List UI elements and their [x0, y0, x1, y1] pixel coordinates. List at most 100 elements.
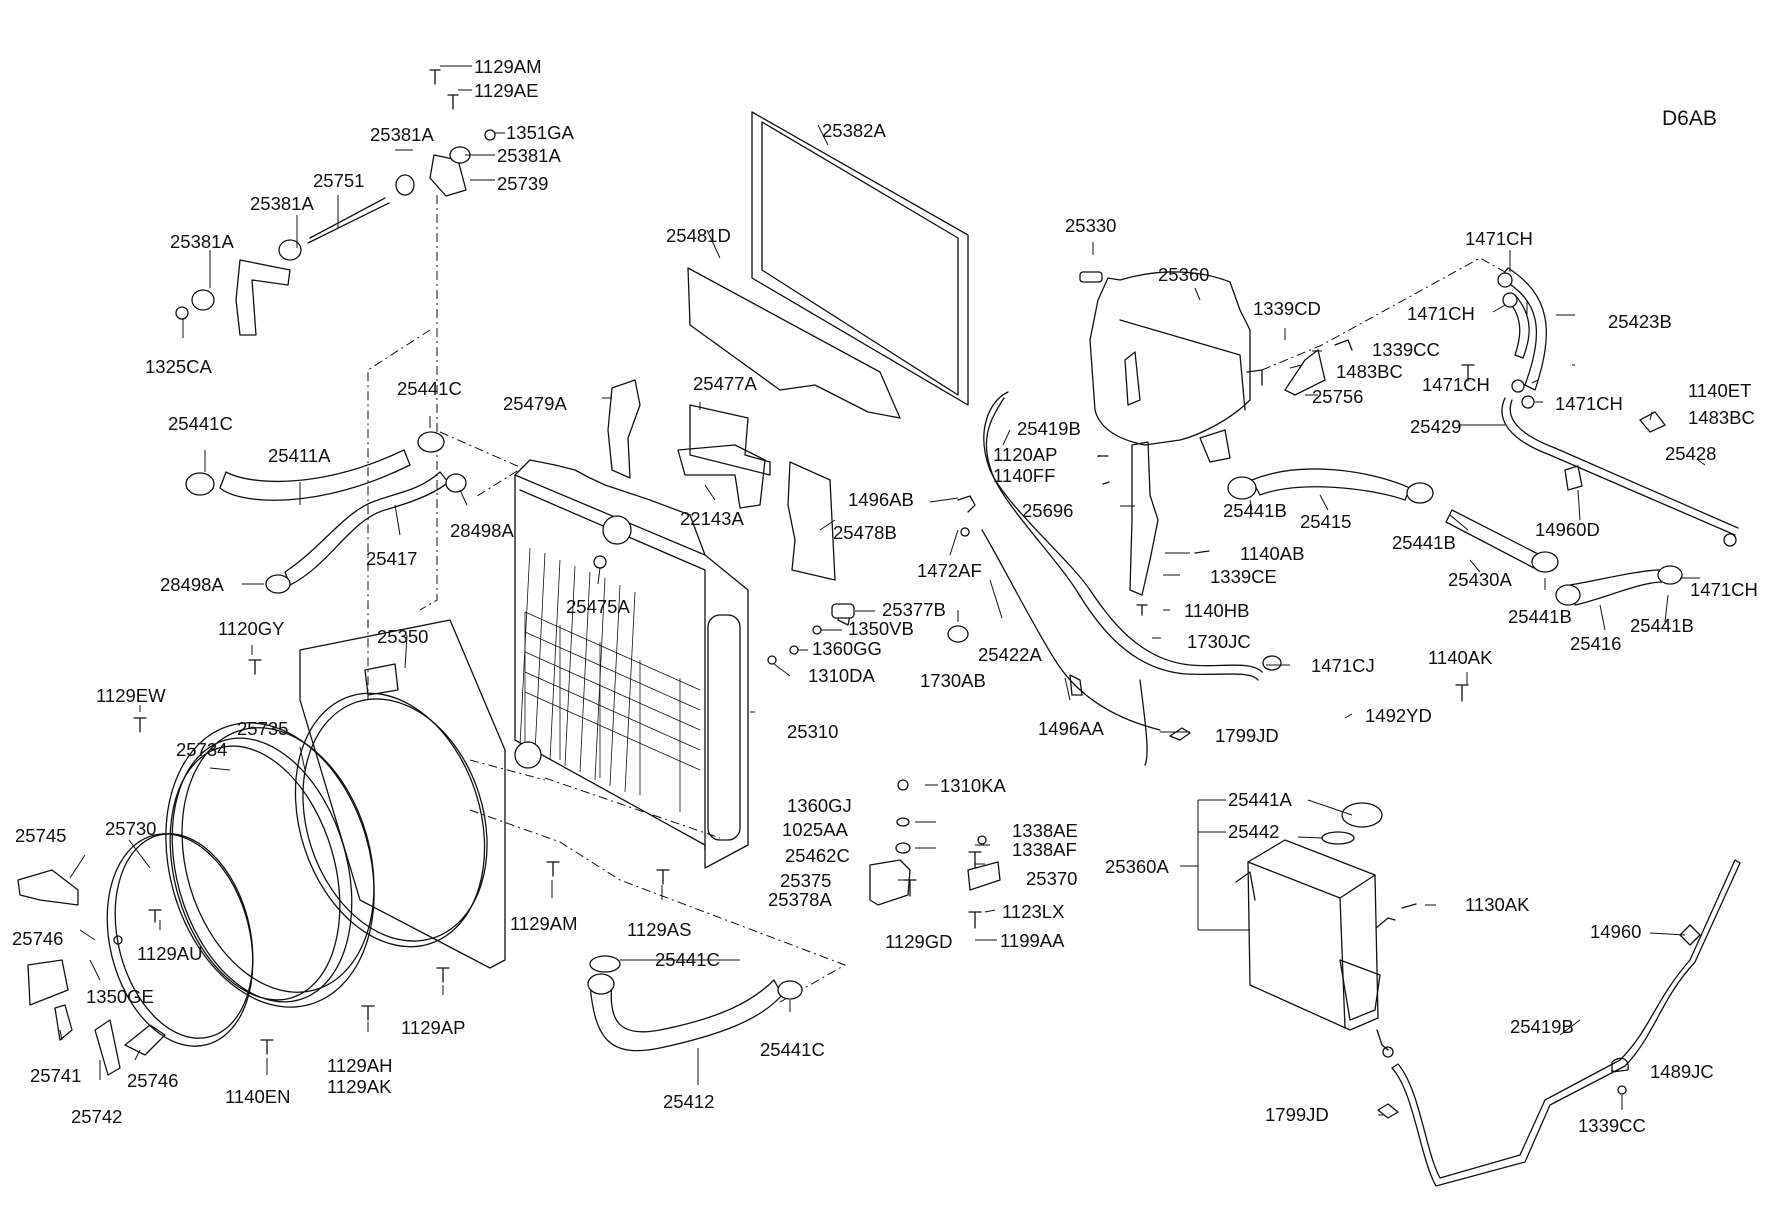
- label-25360A: 25360A: [1105, 856, 1169, 877]
- label-28498A: 28498A: [450, 520, 514, 541]
- label-25441B: 25441B: [1630, 615, 1694, 636]
- bolts: [133, 364, 1475, 1055]
- surge-tank: [1079, 271, 1263, 596]
- label-1492YD: 1492YD: [1365, 705, 1432, 726]
- lower-hose: [587, 955, 803, 1052]
- label-25746: 25746: [12, 928, 63, 949]
- label-25381A: 25381A: [170, 231, 234, 252]
- diagram-code: D6AB: [1662, 107, 1717, 130]
- label-25378A: 25378A: [768, 889, 832, 910]
- label-25441B: 25441B: [1508, 606, 1572, 627]
- label-25479A: 25479A: [503, 393, 567, 414]
- label-1350VB: 1350VB: [848, 618, 914, 639]
- label-25382A: 25382A: [822, 120, 886, 141]
- label-25419B: 25419B: [1510, 1016, 1574, 1037]
- label-25441C: 25441C: [397, 378, 462, 399]
- shroud-seals: [607, 379, 836, 581]
- label-25350: 25350: [377, 626, 428, 647]
- label-1799JD: 1799JD: [1215, 725, 1279, 746]
- label-25742: 25742: [71, 1106, 122, 1127]
- label-1351GA: 1351GA: [506, 122, 575, 143]
- label-1325CA: 1325CA: [145, 356, 213, 377]
- label-25381A: 25381A: [250, 193, 314, 214]
- radiator-core: [514, 459, 851, 869]
- label-25416: 25416: [1570, 633, 1621, 654]
- label-25745: 25745: [15, 825, 66, 846]
- label-25478B: 25478B: [833, 522, 897, 543]
- label-25441B: 25441B: [1392, 532, 1456, 553]
- label-1471CH: 1471CH: [1407, 303, 1475, 324]
- reservoir-tank: [1235, 802, 1741, 1187]
- label-25330: 25330: [1065, 215, 1116, 236]
- label-25377B: 25377B: [882, 599, 946, 620]
- right-hoses: [1227, 257, 1739, 606]
- label-25417: 25417: [366, 548, 417, 569]
- label-1310DA: 1310DA: [808, 665, 876, 686]
- label-1472AF: 1472AF: [917, 560, 982, 581]
- label-25746: 25746: [127, 1070, 178, 1091]
- label-25696: 25696: [1022, 500, 1073, 521]
- label-1730JC: 1730JC: [1187, 631, 1251, 652]
- label-1129AS: 1129AS: [627, 919, 691, 940]
- label-25428: 25428: [1665, 443, 1716, 464]
- label-25441B: 25441B: [1223, 500, 1287, 521]
- label-1140AK: 1140AK: [1428, 647, 1493, 668]
- label-1483BC: 1483BC: [1688, 407, 1755, 428]
- overflow-pipe: [981, 391, 1282, 766]
- label-1471CH: 1471CH: [1555, 393, 1623, 414]
- label-1483BC: 1483BC: [1336, 361, 1403, 382]
- label-1140FF: 1140FF: [993, 465, 1055, 486]
- label-25429: 25429: [1410, 416, 1461, 437]
- label-1129AE: 1129AE: [474, 80, 538, 101]
- part-labels: D6AB 1129AM 1129AE 1351GA 25381A 25381A …: [12, 56, 1758, 1136]
- label-25441C: 25441C: [168, 413, 233, 434]
- leader-bracket-25360A: [1180, 799, 1250, 931]
- fan-ring-brackets: [17, 869, 166, 1076]
- label-25310: 25310: [787, 721, 838, 742]
- label-25441C: 25441C: [760, 1039, 825, 1060]
- label-25422A: 25422A: [978, 644, 1042, 665]
- label-1339CE: 1339CE: [1210, 566, 1277, 587]
- label-1123LX: 1123LX: [1002, 901, 1064, 922]
- label-25419B: 25419B: [1017, 418, 1081, 439]
- label-1360GG: 1360GG: [812, 638, 882, 659]
- label-1471CJ: 1471CJ: [1311, 655, 1375, 676]
- label-25412: 25412: [663, 1091, 714, 1112]
- label-1120AP: 1120AP: [993, 444, 1057, 465]
- label-25375: 25375: [780, 870, 831, 891]
- label-25381A: 25381A: [497, 145, 561, 166]
- label-1130AK: 1130AK: [1465, 894, 1530, 915]
- label-1471CH: 1471CH: [1465, 228, 1533, 249]
- label-1129AM: 1129AM: [510, 913, 578, 934]
- label-1129AP: 1129AP: [401, 1017, 465, 1038]
- label-1129GD: 1129GD: [885, 931, 953, 952]
- label-25411A: 25411A: [268, 445, 331, 466]
- label-1140HB: 1140HB: [1184, 600, 1249, 621]
- label-1471CH: 1471CH: [1422, 374, 1490, 395]
- label-25739: 25739: [497, 173, 548, 194]
- label-1310KA: 1310KA: [940, 775, 1006, 796]
- label-25756: 25756: [1312, 386, 1363, 407]
- upper-hoses: [185, 431, 524, 594]
- label-1471CH: 1471CH: [1690, 579, 1758, 600]
- label-25360: 25360: [1158, 264, 1209, 285]
- radiator-seal-frame: [687, 111, 969, 419]
- label-25751: 25751: [313, 170, 364, 191]
- label-1360GJ: 1360GJ: [787, 795, 852, 816]
- label-25441A: 25441A: [1228, 789, 1292, 810]
- label-1338AE: 1338AE: [1012, 820, 1078, 841]
- label-1339CC: 1339CC: [1372, 339, 1440, 360]
- label-1496AA: 1496AA: [1038, 718, 1104, 739]
- label-1129AU: 1129AU: [137, 943, 202, 964]
- fan-rings: [106, 722, 375, 1047]
- label-1129EW: 1129EW: [96, 685, 166, 706]
- label-1199AA: 1199AA: [1000, 930, 1065, 951]
- label-14960D: 14960D: [1535, 519, 1600, 540]
- label-22143A: 22143A: [680, 508, 744, 529]
- label-25734: 25734: [176, 739, 227, 760]
- label-1140EN: 1140EN: [225, 1086, 290, 1107]
- label-1350GE: 1350GE: [86, 986, 154, 1007]
- label-1496AB: 1496AB: [848, 489, 914, 510]
- label-1140AB: 1140AB: [1240, 543, 1304, 564]
